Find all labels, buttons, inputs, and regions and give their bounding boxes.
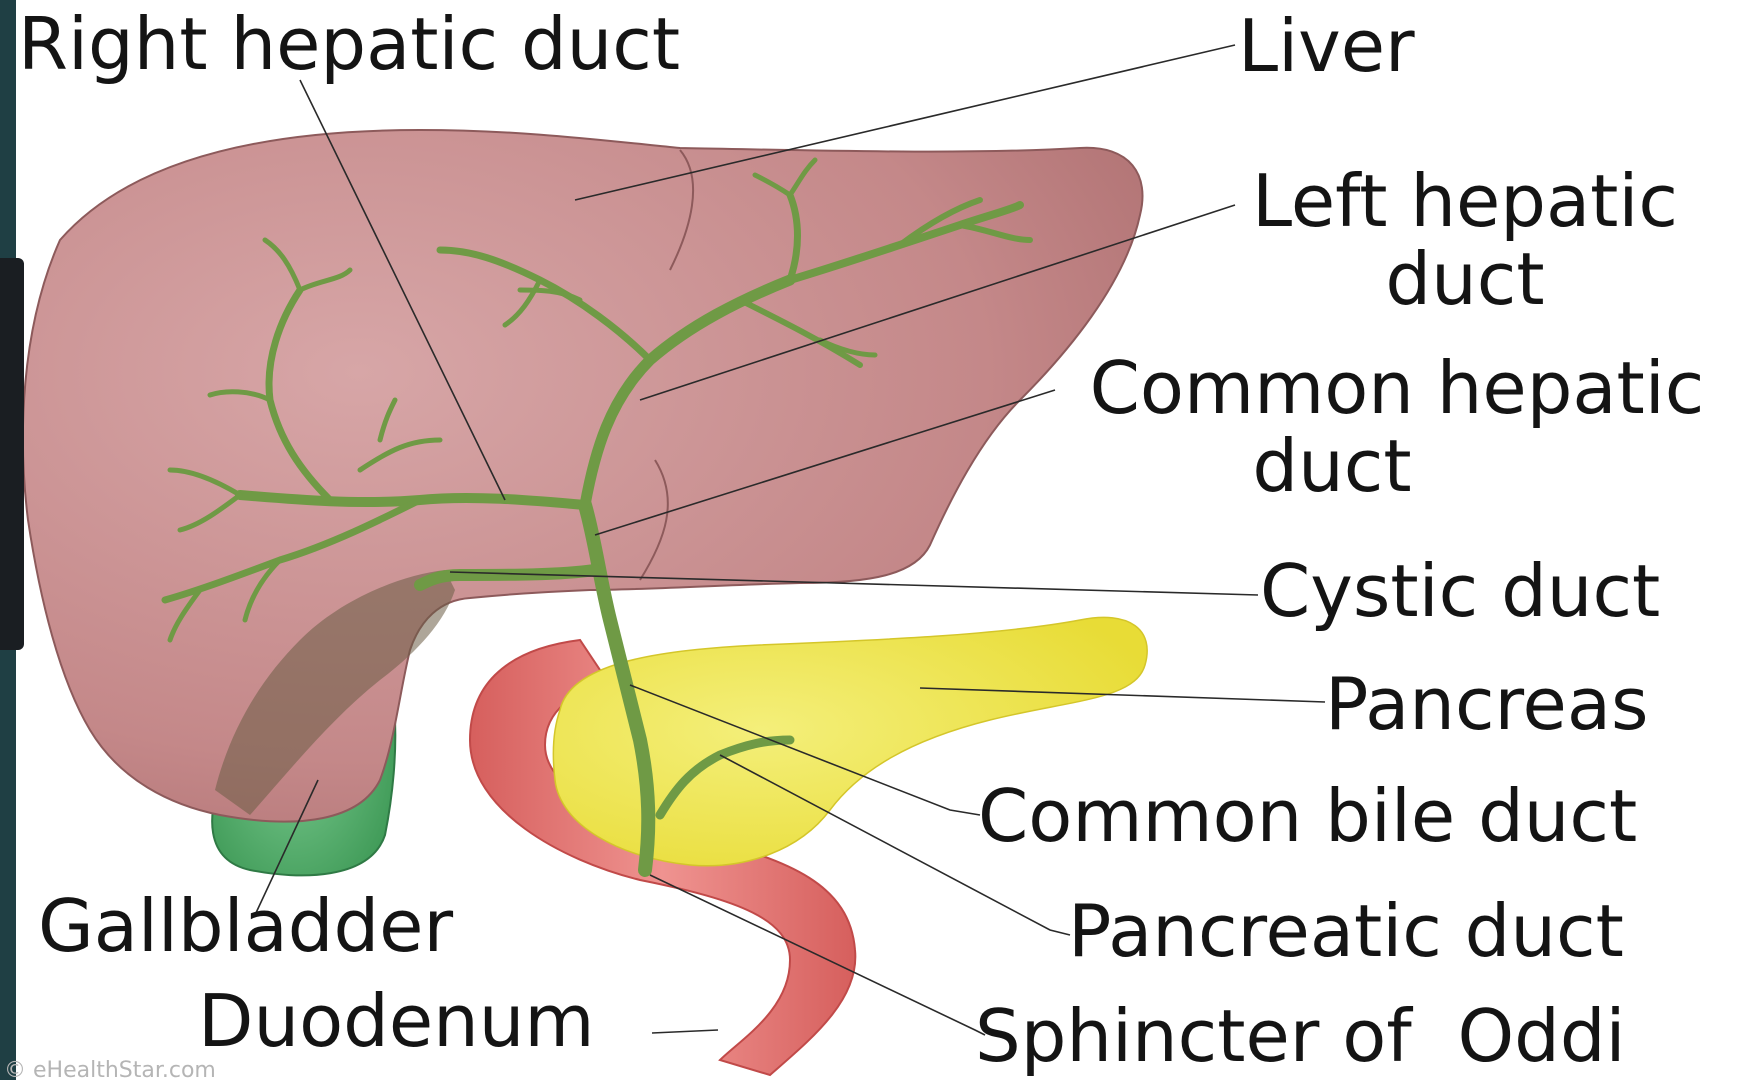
image-credit: © eHealthStar.com xyxy=(4,1058,216,1083)
label-common-hepatic-duct-line1: Common hepatic xyxy=(1052,352,1742,424)
slide-panel-tab[interactable] xyxy=(0,258,24,650)
label-right-hepatic-duct: Right hepatic duct xyxy=(18,8,680,80)
label-pancreas: Pancreas xyxy=(1325,668,1648,740)
label-common-bile-duct: Common bile duct xyxy=(978,780,1637,852)
label-left-hepatic-duct-line1: Left hepatic xyxy=(1235,165,1695,237)
label-left-hepatic-duct: Left hepatic duct xyxy=(1235,165,1695,315)
label-common-hepatic-duct: Common hepatic duct xyxy=(1052,352,1742,502)
label-sphincter-of-oddi: Sphincter of Oddi xyxy=(975,1000,1626,1072)
label-liver: Liver xyxy=(1238,10,1415,82)
label-common-hepatic-duct-line2: duct xyxy=(1052,430,1612,502)
label-left-hepatic-duct-line2: duct xyxy=(1235,243,1695,315)
label-pancreatic-duct: Pancreatic duct xyxy=(1068,895,1624,967)
leader-line-duodenum xyxy=(652,1030,718,1033)
label-gallbladder: Gallbladder xyxy=(38,890,453,962)
label-duodenum: Duodenum xyxy=(198,985,595,1057)
label-cystic-duct: Cystic duct xyxy=(1260,555,1660,627)
